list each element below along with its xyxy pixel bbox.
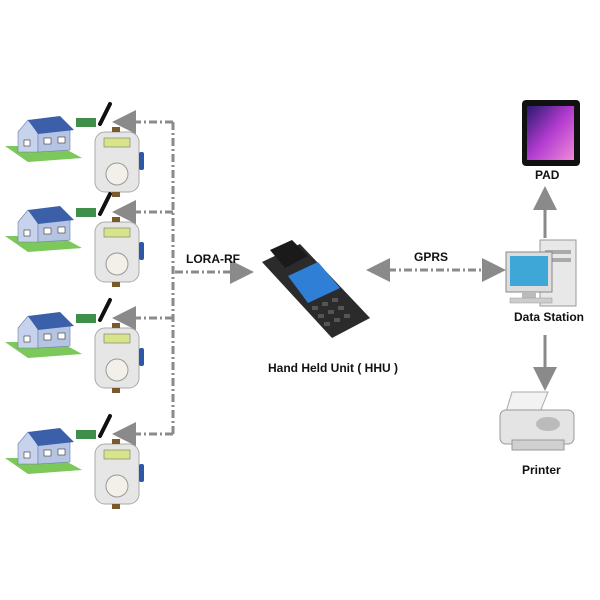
pad-label: PAD: [535, 168, 560, 182]
data-station-label: Data Station: [514, 310, 585, 324]
printer-icon: [499, 391, 575, 451]
lora-bus: [112, 110, 506, 446]
gprs-label: GPRS: [414, 250, 449, 264]
hhu-label: Hand Held Unit ( HHU ): [268, 361, 398, 375]
printer-label: Printer: [522, 463, 561, 477]
house-meter-icon: [3, 414, 146, 511]
data-station-computer-icon: [505, 239, 577, 307]
meter-unit-4: [3, 414, 146, 511]
meter-unit-3: [3, 298, 146, 395]
pad-icon: [522, 100, 580, 166]
meter-unit-1: [3, 102, 146, 199]
house-meter-icon: [3, 192, 146, 289]
meter-unit-2: [3, 192, 146, 289]
house-meter-icon: [3, 102, 146, 199]
house-meter-icon: [3, 298, 146, 395]
hhu-device-icon: [262, 240, 370, 338]
meter-units: [3, 102, 146, 511]
lora-rf-label: LORA-RF: [186, 252, 240, 266]
